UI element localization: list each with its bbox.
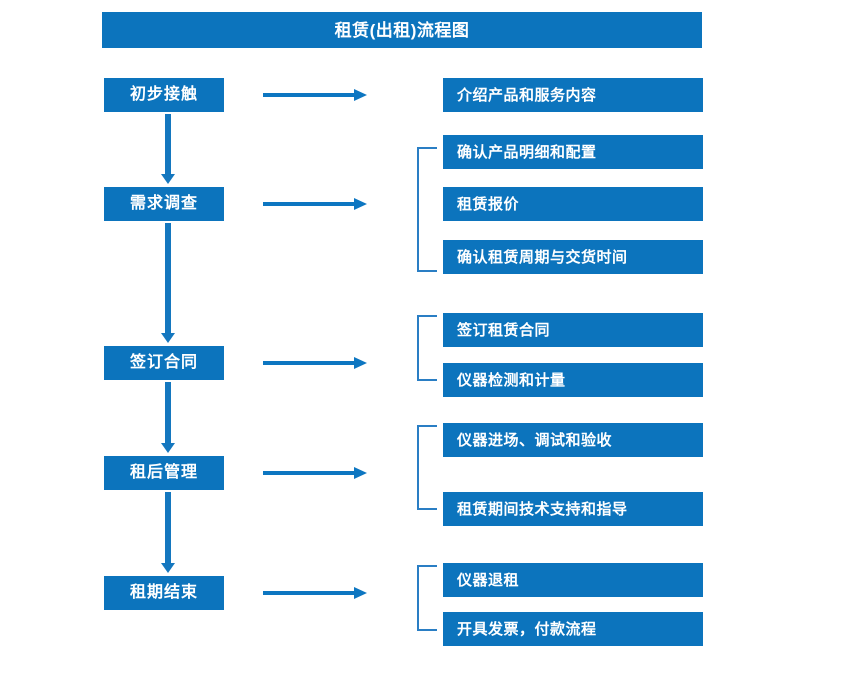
arrow-stem <box>165 492 171 563</box>
vertical-arrow-stage1-to-stage2 <box>158 114 178 184</box>
detail-box-jieshao-chanpin[interactable]: 介绍产品和服务内容 <box>443 78 703 112</box>
arrow-stem <box>263 591 355 595</box>
arrow-stem <box>263 361 355 365</box>
group-bracket-qianding-hetong <box>417 315 437 381</box>
arrow-head-icon <box>354 467 367 479</box>
horizontal-arrow-stage3 <box>263 356 367 370</box>
group-bracket-xuqiu-diaocha <box>417 147 437 272</box>
horizontal-arrow-stage4 <box>263 466 367 480</box>
detail-box-queren-zulin-zhouqi[interactable]: 确认租赁周期与交货时间 <box>443 240 703 274</box>
arrow-stem <box>263 471 355 475</box>
arrow-head-icon <box>354 587 367 599</box>
detail-box-zulin-baojia[interactable]: 租赁报价 <box>443 187 703 221</box>
arrow-stem <box>263 93 355 97</box>
group-bracket-zuqi-jieshu <box>417 565 437 631</box>
stage-box-chubu-jiechu[interactable]: 初步接触 <box>104 78 224 112</box>
arrow-head-icon <box>161 333 175 343</box>
arrow-head-icon <box>354 89 367 101</box>
group-bracket-zuhou-guanli <box>417 425 437 510</box>
arrow-head-icon <box>161 443 175 453</box>
arrow-head-icon <box>354 357 367 369</box>
detail-box-yiqi-tuizu[interactable]: 仪器退租 <box>443 563 703 597</box>
stage-box-zuhou-guanli[interactable]: 租后管理 <box>104 456 224 490</box>
detail-box-yiqi-jiance-jiliang[interactable]: 仪器检测和计量 <box>443 363 703 397</box>
horizontal-arrow-stage2 <box>263 197 367 211</box>
horizontal-arrow-stage1 <box>263 88 367 102</box>
arrow-stem <box>165 114 171 174</box>
arrow-head-icon <box>161 563 175 573</box>
stage-box-xuqiu-diaocha[interactable]: 需求调查 <box>104 187 224 221</box>
arrow-stem <box>263 202 355 206</box>
vertical-arrow-stage3-to-stage4 <box>158 382 178 453</box>
horizontal-arrow-stage5 <box>263 586 367 600</box>
arrow-head-icon <box>161 174 175 184</box>
vertical-arrow-stage4-to-stage5 <box>158 492 178 573</box>
detail-box-qianding-zulin-hetong[interactable]: 签订租赁合同 <box>443 313 703 347</box>
detail-box-zulin-qijian-zhichi[interactable]: 租赁期间技术支持和指导 <box>443 492 703 526</box>
detail-box-queren-chanpin-mingxi[interactable]: 确认产品明细和配置 <box>443 135 703 169</box>
arrow-head-icon <box>354 198 367 210</box>
stage-box-qianding-hetong[interactable]: 签订合同 <box>104 346 224 380</box>
detail-box-kaiju-fapiao[interactable]: 开具发票，付款流程 <box>443 612 703 646</box>
arrow-stem <box>165 223 171 333</box>
detail-box-yiqi-jinchang-tiaoshi[interactable]: 仪器进场、调试和验收 <box>443 423 703 457</box>
vertical-arrow-stage2-to-stage3 <box>158 223 178 343</box>
diagram-title: 租赁(出租)流程图 <box>102 12 702 48</box>
stage-box-zuqi-jieshu[interactable]: 租期结束 <box>104 576 224 610</box>
arrow-stem <box>165 382 171 443</box>
